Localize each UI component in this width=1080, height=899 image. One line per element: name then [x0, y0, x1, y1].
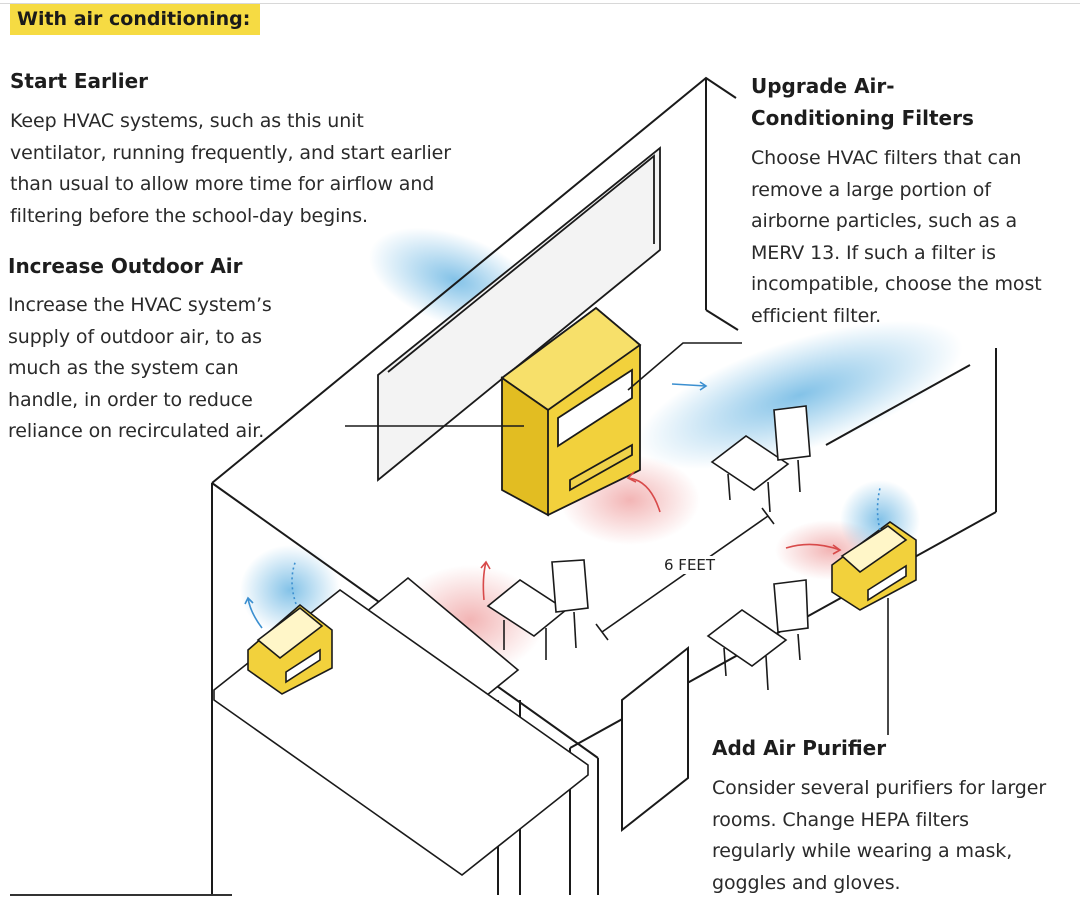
purifier-line: goggles and gloves. — [712, 868, 1077, 899]
start-earlier-line: ventilator, running frequently, and star… — [10, 138, 530, 170]
start-earlier-heading: Start Earlier — [10, 65, 148, 97]
filters-line: Choose HVAC filters that can — [751, 143, 1076, 175]
purifier-line: rooms. Change HEPA filters — [712, 805, 1077, 837]
purifier-heading: Add Air Purifier — [712, 732, 886, 764]
outdoor-air-heading: Increase Outdoor Air — [8, 250, 243, 282]
start-earlier-line: Keep HVAC systems, such as this unit — [10, 106, 530, 138]
filters-heading-line: Conditioning Filters — [751, 102, 974, 134]
outdoor-air-line: handle, in order to reduce — [8, 385, 338, 417]
filters-line: incompatible, choose the most — [751, 269, 1076, 301]
outdoor-air-line: reliance on recirculated air. — [8, 416, 338, 448]
filters-heading-line: Upgrade Air- — [751, 70, 974, 102]
start-earlier-line: than usual to allow more time for airflo… — [10, 169, 530, 201]
start-earlier-text: Keep HVAC systems, such as this unit ven… — [10, 106, 530, 232]
outdoor-air-text: Increase the HVAC system’s supply of out… — [8, 290, 338, 448]
outdoor-air-line: much as the system can — [8, 353, 338, 385]
start-earlier-line: filtering before the school-day begins. — [10, 201, 530, 233]
distance-label: 6 FEET — [662, 556, 717, 574]
outdoor-air-line: supply of outdoor air, to as — [8, 322, 338, 354]
filters-heading: Upgrade Air- Conditioning Filters — [751, 70, 974, 134]
filters-text: Choose HVAC filters that can remove a la… — [751, 143, 1076, 332]
filters-line: airborne particles, such as a — [751, 206, 1076, 238]
purifier-line: regularly while wearing a mask, — [712, 836, 1077, 868]
purifier-text: Consider several purifiers for larger ro… — [712, 773, 1077, 899]
outdoor-air-line: Increase the HVAC system’s — [8, 290, 338, 322]
section-header-badge: With air conditioning: — [10, 4, 260, 35]
filters-line: efficient filter. — [751, 301, 1076, 333]
purifier-line: Consider several purifiers for larger — [712, 773, 1077, 805]
filters-line: remove a large portion of — [751, 175, 1076, 207]
filters-line: MERV 13. If such a filter is — [751, 238, 1076, 270]
bottom-rule — [10, 894, 232, 896]
